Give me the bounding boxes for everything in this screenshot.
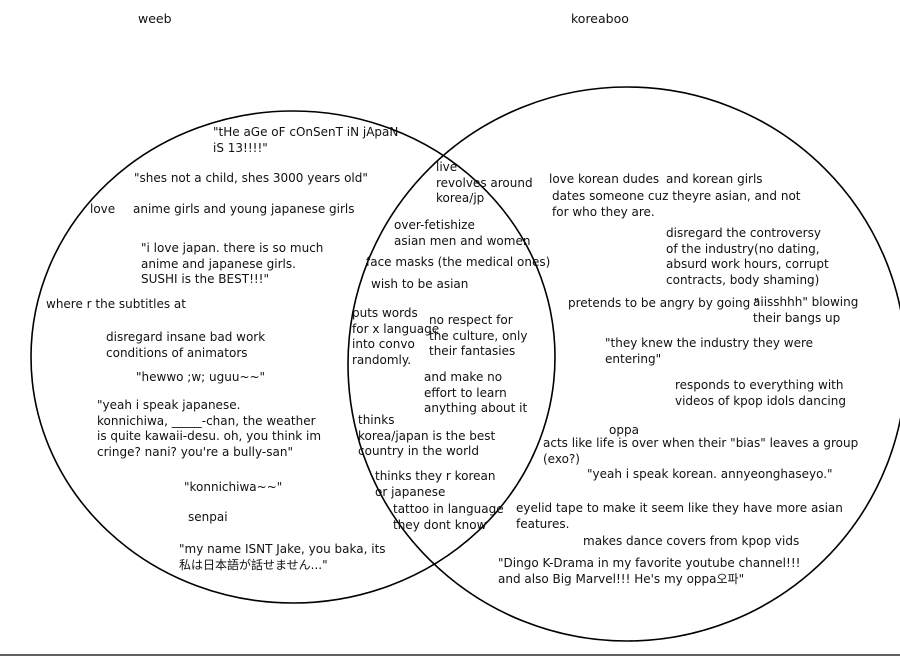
weeb-item: "shes not a child, shes 3000 years old" (134, 171, 368, 185)
overlap-item: wish to be asian (371, 277, 469, 291)
overlap-item: puts words for x language into convo ran… (352, 306, 440, 367)
koreaboo-item: makes dance covers from kpop vids (583, 534, 800, 548)
koreaboo-item: pretends to be angry by going " (568, 296, 760, 310)
heading-weeb: weeb (138, 11, 172, 26)
weeb-item: "hewwo ;w; uguu~~" (136, 370, 266, 384)
weeb-item: where r the subtitles at (46, 297, 186, 311)
weeb-item: "yeah i speak japanese. konnichiwa, ____… (97, 398, 322, 459)
koreaboo-item: acts like life is over when their "bias"… (543, 436, 859, 466)
overlap-item: live revolves around korea/jp (436, 160, 533, 205)
overlap-item: thinks they r korean or japanese (375, 469, 496, 499)
overlap-item: thinks korea/japan is the best country i… (358, 413, 496, 458)
heading-koreaboo: koreaboo (571, 11, 629, 26)
overlap-item: and make no effort to learn anything abo… (424, 370, 528, 415)
weeb-item: love (90, 202, 116, 216)
koreaboo-item: "Dingo K-Drama in my favorite youtube ch… (498, 556, 801, 586)
koreaboo-item: oppa (609, 423, 639, 437)
overlap-item: tattoo in language they dont know (393, 502, 504, 532)
koreaboo-item: eyelid tape to make it seem like they ha… (516, 501, 843, 531)
weeb-item: "i love japan. there is so much anime an… (141, 241, 324, 286)
koreaboo-item: "they knew the industry they were enteri… (605, 336, 814, 366)
koreaboo-item: dates someone cuz theyre asian, and not … (552, 189, 801, 219)
koreaboo-item: aiisshhh" blowing their bangs up (753, 295, 859, 325)
weeb-item: anime girls and young japanese girls (133, 202, 355, 216)
weeb-item: "my name ISNT Jake, you baka, its 私は日本語が… (179, 542, 386, 572)
koreaboo-item: and korean girls (666, 172, 763, 186)
weeb-item: "tHe aGe oF cOnSenT iN jApaN iS 13!!!!" (213, 125, 399, 155)
overlap-item: over-fetishize asian men and women (394, 218, 531, 248)
koreaboo-item: disregard the controversy of the industr… (666, 226, 829, 287)
koreaboo-item: love korean dudes (549, 172, 660, 186)
overlap-item: no respect for the culture, only their f… (429, 313, 528, 358)
overlap-item: face masks (the medical ones) (366, 255, 551, 269)
left-circle-weeb (30, 110, 556, 604)
weeb-item: "konnichiwa~~" (184, 480, 283, 494)
koreaboo-item: responds to everything with videos of kp… (675, 378, 846, 408)
weeb-item: disregard insane bad work conditions of … (106, 330, 266, 360)
koreaboo-item: "yeah i speak korean. annyeonghaseyo." (587, 467, 833, 481)
weeb-item: senpai (188, 510, 228, 524)
right-circle-koreaboo (347, 86, 900, 642)
